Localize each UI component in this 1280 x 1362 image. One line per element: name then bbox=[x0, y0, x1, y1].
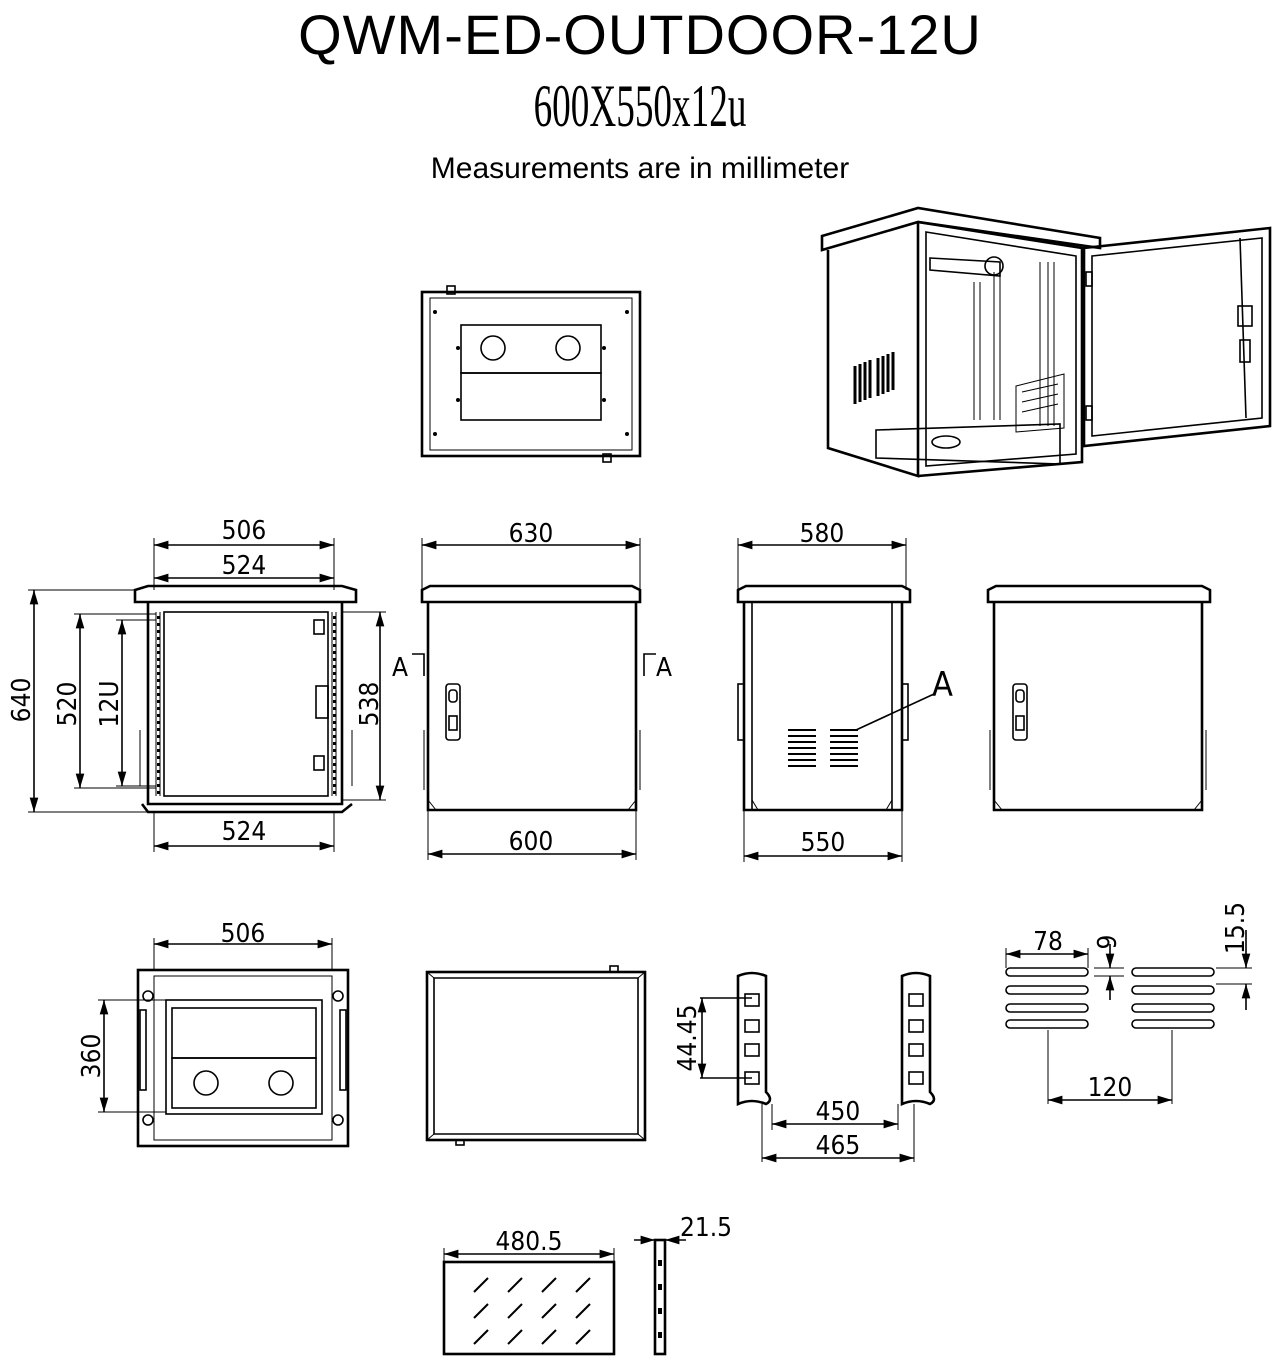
mounting-rails: 44.45 450 465 bbox=[673, 971, 936, 1163]
front-units: 12U bbox=[95, 681, 125, 728]
front-height: 640 bbox=[7, 678, 37, 723]
top-plan-view bbox=[420, 285, 642, 463]
side-view: 580 550 A bbox=[736, 519, 953, 862]
section-mark-left: A bbox=[392, 653, 408, 683]
side-top-width: 580 bbox=[800, 519, 845, 549]
size-subtitle: 600X550x12u bbox=[533, 73, 747, 139]
door-view: 630 600 A A bbox=[392, 519, 672, 860]
isometric-open-cabinet bbox=[820, 206, 1272, 478]
door-panel bbox=[425, 965, 647, 1146]
vent-gap: 9 bbox=[1093, 935, 1123, 950]
front-inner-height: 538 bbox=[355, 682, 385, 727]
front-rail-height: 520 bbox=[53, 682, 83, 727]
vent-detail: 78 9 15.5 120 bbox=[1005, 902, 1252, 1105]
front-bottom-width: 524 bbox=[222, 817, 267, 847]
shelf-thickness: 21.5 bbox=[680, 1213, 732, 1243]
bottom-width: 506 bbox=[221, 919, 266, 949]
vent-pitch: 15.5 bbox=[1221, 902, 1251, 954]
rail-outer-width: 465 bbox=[816, 1131, 861, 1161]
front-view: 506 524 524 640 520 12U 538 bbox=[7, 516, 386, 852]
shelf-detail: 480.5 21.5 bbox=[442, 1213, 732, 1356]
section-mark-right: A bbox=[656, 653, 672, 683]
side-bottom-width: 550 bbox=[801, 828, 846, 858]
rail-inner-width: 450 bbox=[816, 1097, 861, 1127]
bottom-depth: 360 bbox=[77, 1034, 107, 1079]
rear-view bbox=[986, 584, 1212, 812]
front-inner-width: 524 bbox=[222, 551, 267, 581]
rail-pitch: 44.45 bbox=[673, 1005, 703, 1072]
vent-spacing: 120 bbox=[1088, 1073, 1133, 1103]
units-note: Measurements are in millimeter bbox=[430, 152, 850, 185]
section-a-callout: A bbox=[932, 665, 953, 705]
model-title: QWM-ED-OUTDOOR-12U bbox=[298, 3, 982, 66]
bottom-view: 506 360 bbox=[77, 919, 350, 1148]
door-top-width: 630 bbox=[509, 519, 554, 549]
shelf-width: 480.5 bbox=[496, 1227, 563, 1257]
front-top-width: 506 bbox=[222, 516, 267, 546]
vent-width: 78 bbox=[1033, 927, 1063, 957]
door-bottom-width: 600 bbox=[509, 827, 554, 857]
